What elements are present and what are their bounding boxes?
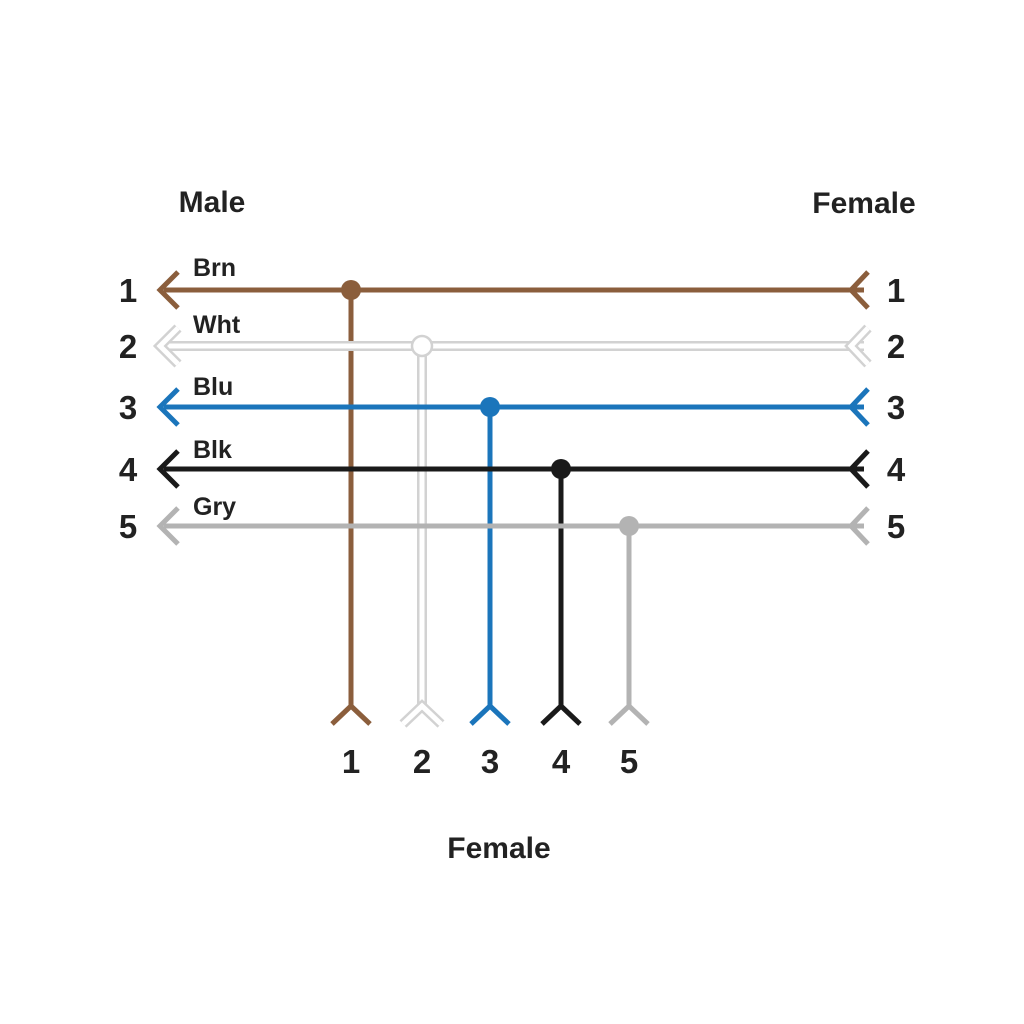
wires xyxy=(152,270,872,728)
wire-color-label: Blu xyxy=(193,373,233,401)
female-connector-bottom xyxy=(608,702,650,726)
male-connector xyxy=(156,270,180,310)
female-connector-right xyxy=(847,387,870,427)
female-connector-right xyxy=(847,449,870,489)
female-bottom-pin-label: 4 xyxy=(552,743,571,780)
labels: 1 1 1 Brn 2 2 2 Wht 3 3 3 Blu 4 4 4 Blk 5 5 5 Gry xyxy=(119,254,906,780)
header-female-bottom: Female xyxy=(447,832,550,865)
wire-4 xyxy=(156,449,870,726)
wire-3 xyxy=(156,387,870,726)
male-pin-label: 4 xyxy=(119,451,138,488)
female-right-pin-label: 1 xyxy=(887,272,905,309)
header-female-right: Female xyxy=(812,187,915,220)
male-connector-core xyxy=(156,326,180,366)
header-male: Male xyxy=(179,186,246,219)
female-bottom-pin-label: 1 xyxy=(342,743,360,780)
female-connector-bottom xyxy=(540,702,582,726)
male-pin-label: 2 xyxy=(119,328,137,365)
wire-5 xyxy=(156,506,870,726)
wire-color-label: Wht xyxy=(193,311,241,339)
female-right-pin-label: 4 xyxy=(887,451,906,488)
male-connector xyxy=(156,387,180,427)
female-right-pin-label: 5 xyxy=(887,508,905,545)
female-connector-right xyxy=(847,506,870,546)
female-bottom-pin-label: 3 xyxy=(481,743,499,780)
male-pin-label: 1 xyxy=(119,272,137,309)
junction-dot xyxy=(341,280,361,300)
female-connector-bottom xyxy=(330,702,372,726)
junction-dot xyxy=(619,516,639,536)
female-right-pin-label: 3 xyxy=(887,389,905,426)
female-connector-right xyxy=(847,270,870,310)
wire-color-label: Gry xyxy=(193,493,236,521)
wire-1 xyxy=(156,270,870,726)
female-right-pin-label: 2 xyxy=(887,328,905,365)
junction-dot xyxy=(480,397,500,417)
junction-dot xyxy=(551,459,571,479)
male-pin-label: 3 xyxy=(119,389,137,426)
wire-color-label: Blk xyxy=(193,436,232,464)
female-connector-bottom-core xyxy=(401,702,443,726)
wire-color-label: Brn xyxy=(193,254,236,282)
male-pin-label: 5 xyxy=(119,508,137,545)
female-connector-bottom xyxy=(469,702,511,726)
female-bottom-pin-label: 5 xyxy=(620,743,638,780)
female-bottom-pin-label: 2 xyxy=(413,743,431,780)
female-connector-right-core xyxy=(847,326,870,366)
male-connector xyxy=(156,506,180,546)
junction-dot xyxy=(410,334,434,358)
male-connector xyxy=(156,449,180,489)
